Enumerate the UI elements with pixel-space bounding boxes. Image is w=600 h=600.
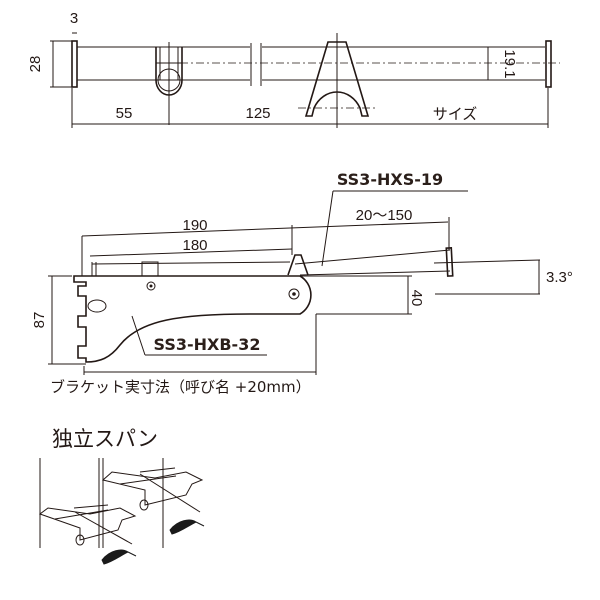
dim-angle: 3.3° [546,269,573,286]
side-view: SS3-HXS-19 190 180 20〜150 3.3° [31,170,573,396]
handle-icon [101,549,137,565]
part-label-rail: SS3-HXS-19 [337,170,443,189]
dim-87: 87 [31,312,48,329]
handle-icon [169,519,205,535]
size-label: サイズ [433,105,478,123]
right-flange [545,40,552,88]
dim-pipe-diameter: 19.1 [501,49,518,78]
dim-center-offset: 125 [245,105,270,122]
clip-icon [155,42,183,125]
dim-180: 180 [182,237,207,254]
left-flange [71,40,78,88]
bracket-caption: ブラケット実寸法（呼び名 +20mm） [50,378,311,396]
dim-left-offset: 55 [116,105,133,122]
dim-40: 40 [408,290,425,307]
part-label-bracket: SS3-HXB-32 [154,335,261,354]
usage-title: 独立スパン [52,427,158,451]
dim-height: 28 [27,56,44,73]
dim-flange-thickness: 3 [70,10,78,27]
bracket-icon [73,275,312,363]
usage-illustration: 独立スパン [38,427,205,565]
fork-holder-icon [298,33,375,128]
dim-190: 190 [182,217,207,234]
top-view: 19.1 28 3 55 125 サイズ [27,10,560,128]
dim-extension: 20〜150 [356,207,413,224]
